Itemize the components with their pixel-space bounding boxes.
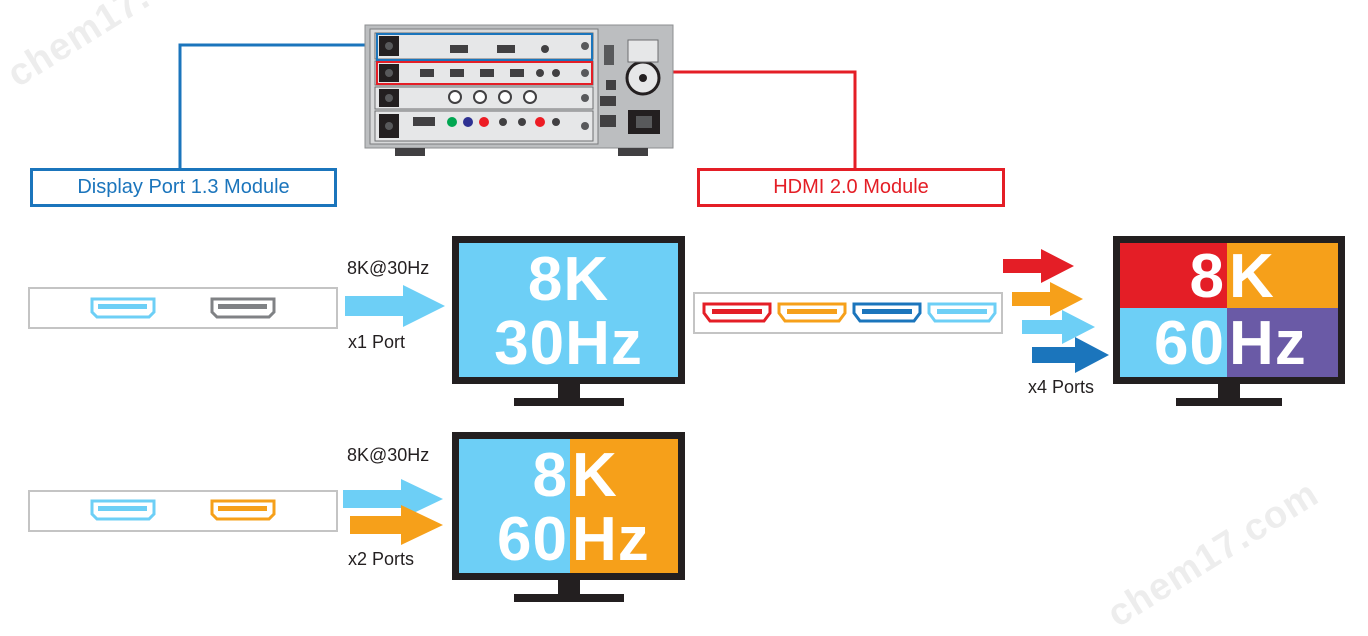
arrow-row1-light-blue — [345, 285, 445, 327]
diagram-canvas — [90, 24, 1109, 545]
arrow-hdmi-red — [1003, 249, 1074, 283]
dp-row2-ports-label: x2 Ports — [348, 549, 415, 569]
device-rear-panel — [364, 24, 674, 156]
monitor3-text-top-left: 8 — [1189, 243, 1225, 311]
dp-row1-port-icons — [90, 297, 276, 319]
device-slot-1 — [374, 32, 594, 60]
monitor3-text-bottom-left: 60 — [1154, 309, 1225, 377]
monitor2-text-bottom-left: 60 — [497, 505, 568, 573]
hdmi-module-label: HDMI 2.0 Module — [697, 168, 1005, 207]
displayport-module-highlight — [376, 33, 593, 61]
arrow-row2-light-blue — [343, 479, 443, 519]
dp-row2-port-icons — [90, 499, 276, 521]
monitor2-text-bottom-right: Hz — [572, 505, 650, 573]
hdmi-ports-label: x4 Ports — [1028, 377, 1095, 397]
dp-row1-signal-label: 8K@30Hz — [347, 258, 430, 278]
monitor1-text-top: 8K — [527, 245, 610, 314]
arrow-hdmi-orange — [1012, 282, 1083, 316]
monitor2-text-top-left: 8 — [532, 441, 568, 510]
monitor1-text-bottom: 30Hz — [494, 309, 643, 377]
dp-row1-ports-label: x1 Port — [348, 332, 406, 352]
displayport-module-label: Display Port 1.3 Module — [30, 168, 337, 207]
arrow-row2-orange — [350, 505, 443, 545]
displayport-connector-line — [178, 43, 378, 168]
monitor2-text-top-right: K — [572, 441, 618, 510]
hdmi-module-highlight — [376, 61, 593, 85]
monitor3-text-top-right: K — [1229, 243, 1275, 311]
hdmi-connector-line — [592, 70, 857, 168]
arrow-hdmi-dark-blue — [1032, 337, 1109, 373]
arrow-hdmi-light-blue — [1022, 310, 1095, 344]
dp-row2-signal-label: 8K@30Hz — [347, 445, 430, 465]
hdmi-port-icons — [702, 302, 997, 323]
monitor3-text-bottom-right: Hz — [1229, 309, 1307, 377]
